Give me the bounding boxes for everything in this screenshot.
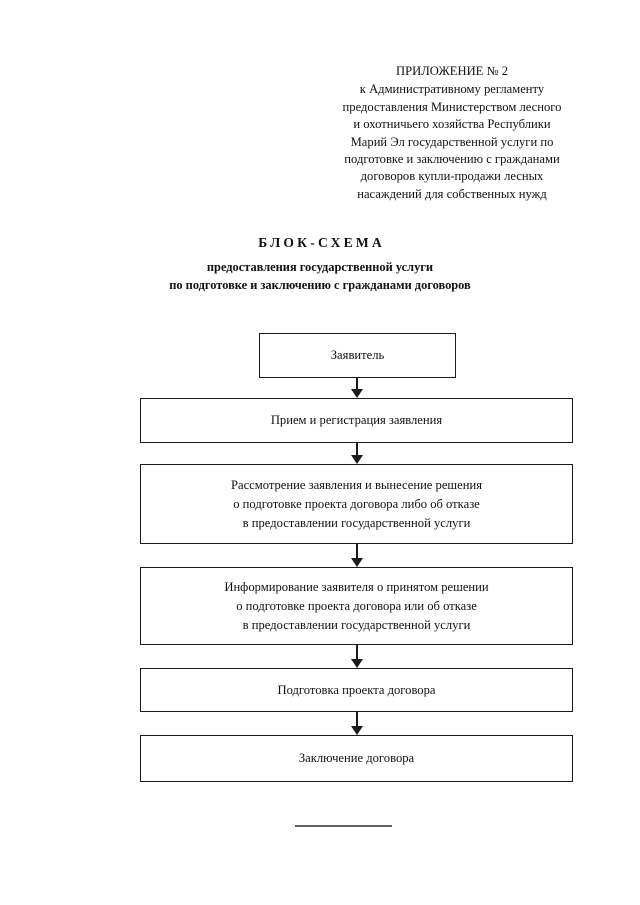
- page-subtitle-line-2: по подготовке и заключению с гражданами …: [169, 278, 471, 292]
- flow-arrow-5: [351, 712, 364, 735]
- flow-arrow-4: [351, 645, 364, 668]
- flow-node-line: о подготовке проекта договора или об отк…: [236, 598, 477, 613]
- flow-node-line: о подготовке проекта договора либо об от…: [233, 496, 480, 511]
- arrow-head-icon: [351, 659, 363, 668]
- page-subtitle-line-1: предоставления государственной услуги: [206, 260, 434, 274]
- flow-node-line: Прием и регистрация заявления: [270, 413, 443, 427]
- flow-node-line: Рассмотрение заявления и вынесение решен…: [230, 477, 482, 492]
- flow-node-line: в предоставлении государственной услуги: [242, 515, 471, 530]
- appendix-header-line-4: и охотничьего хозяйства Республики: [353, 117, 551, 132]
- arrow-shaft: [356, 645, 359, 661]
- appendix-header: ПРИЛОЖЕНИЕ № 2 к Административному регла…: [326, 63, 578, 203]
- appendix-header-line-7: договоров купли-продажи лесных: [360, 169, 544, 184]
- flow-node-prepare-draft: Подготовка проекта договора: [140, 668, 573, 712]
- appendix-header-line-5: Марий Эл государственной услуги по: [350, 134, 554, 149]
- flow-node-line: Заключение договора: [298, 751, 415, 765]
- appendix-header-line-8: насаждений для собственных нужд: [357, 186, 547, 201]
- page-subtitle: предоставления государственной услуги по…: [0, 258, 640, 294]
- flow-node-text: Заключение договора: [141, 749, 572, 768]
- flow-node-line: Заявитель: [330, 348, 385, 362]
- page-title: БЛОК-СХЕМА: [258, 235, 385, 250]
- arrow-head-icon: [351, 455, 363, 464]
- flow-node-line: Информирование заявителя о принятом реше…: [224, 579, 489, 594]
- arrow-shaft: [356, 544, 359, 560]
- arrow-head-icon: [351, 558, 363, 567]
- arrow-head-icon: [351, 389, 363, 398]
- arrow-shaft: [356, 378, 359, 391]
- appendix-header-line-6: подготовке и заключению с гражданами: [344, 152, 560, 167]
- arrow-shaft: [356, 712, 359, 728]
- bottom-separator-rule: [295, 825, 392, 827]
- flow-node-receive-register: Прием и регистрация заявления: [140, 398, 573, 443]
- flow-node-line: в предоставлении государственной услуги: [242, 617, 471, 632]
- flow-node-text: Информирование заявителя о принятом реше…: [141, 578, 572, 635]
- flow-arrow-1: [351, 378, 364, 398]
- arrow-head-icon: [351, 726, 363, 735]
- flow-arrow-2: [351, 443, 364, 464]
- flow-node-text: Прием и регистрация заявления: [141, 411, 572, 430]
- flow-node-text: Рассмотрение заявления и вынесение решен…: [141, 476, 572, 533]
- appendix-header-line-1: ПРИЛОЖЕНИЕ № 2: [396, 64, 508, 78]
- flow-arrow-3: [351, 544, 364, 567]
- flow-node-inform-applicant: Информирование заявителя о принятом реше…: [140, 567, 573, 645]
- flow-node-text: Подготовка проекта договора: [141, 681, 572, 700]
- flow-node-text: Заявитель: [260, 346, 455, 365]
- arrow-shaft: [356, 443, 359, 457]
- appendix-header-line-2: к Административному регламенту: [359, 82, 545, 97]
- appendix-header-line-3: предоставления Министерством лесного: [342, 99, 562, 114]
- flow-node-applicant: Заявитель: [259, 333, 456, 378]
- flow-node-conclude-contract: Заключение договора: [140, 735, 573, 782]
- flow-node-line: Подготовка проекта договора: [277, 682, 436, 697]
- flow-node-review-decision: Рассмотрение заявления и вынесение решен…: [140, 464, 573, 544]
